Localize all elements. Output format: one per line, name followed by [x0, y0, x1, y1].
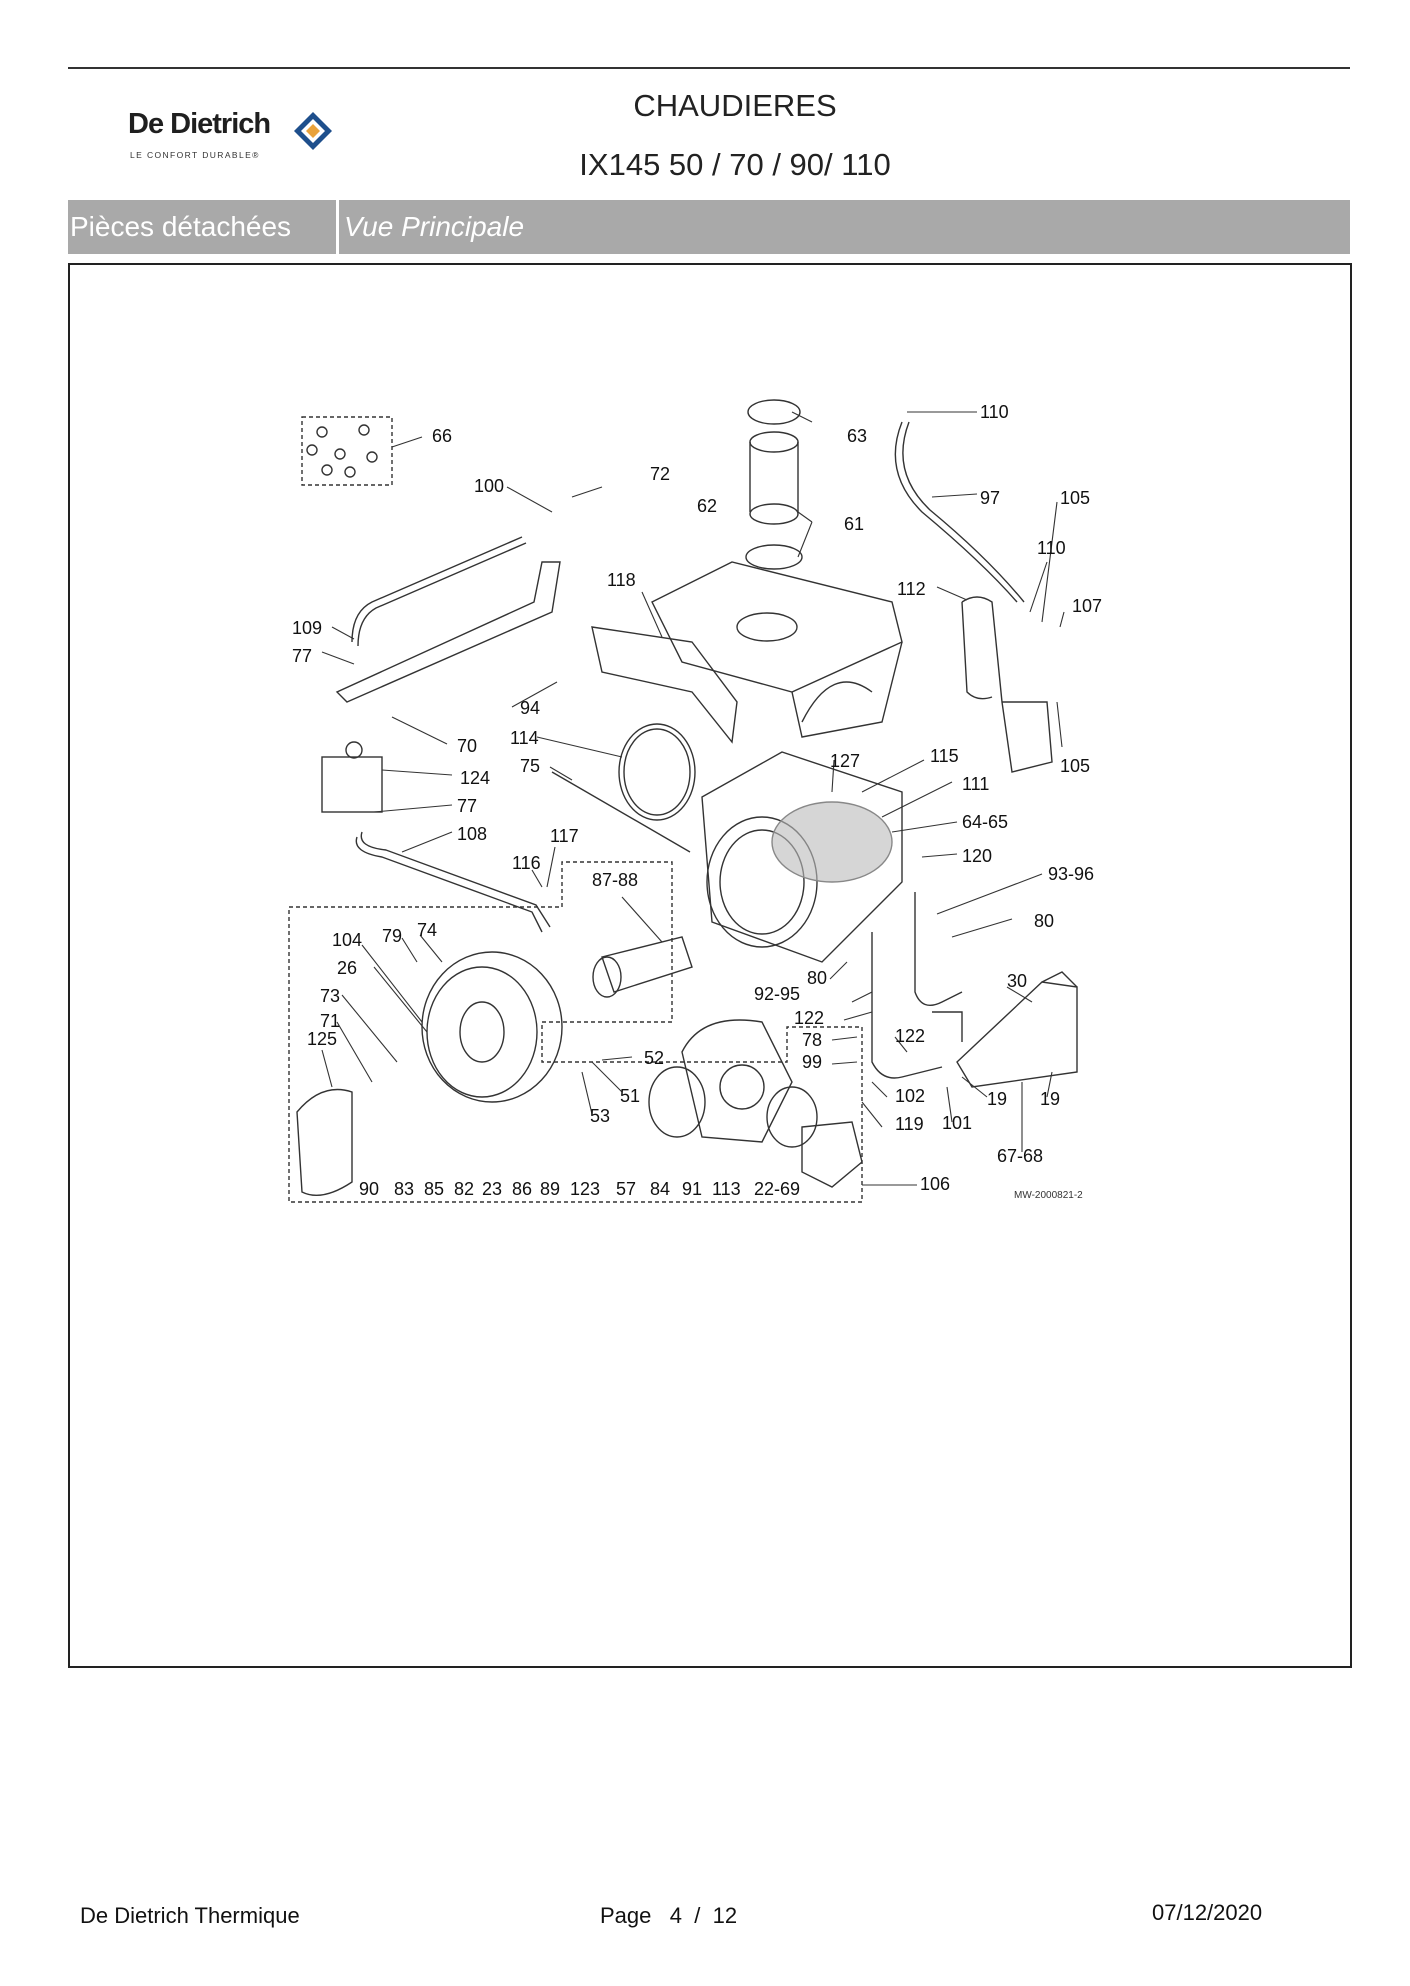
callout-83: 83 [394, 1179, 414, 1199]
callout-114: 114 [510, 728, 539, 748]
brand-logo: De Dietrich LE CONFORT DURABLE® [128, 108, 358, 168]
callout-89: 89 [540, 1179, 560, 1199]
doc-subtitle: IX145 50 / 70 / 90/ 110 [579, 147, 891, 182]
callout-111: 111 [962, 774, 989, 794]
callout-61: 61 [844, 514, 864, 534]
callout-102: 102 [895, 1086, 925, 1106]
section-view: Vue Principale [344, 211, 525, 242]
callout-30: 30 [1007, 971, 1027, 991]
callout-112: 112 [897, 579, 926, 599]
callout-66: 66 [432, 426, 452, 446]
callout-85: 85 [424, 1179, 444, 1199]
callout-125: 125 [307, 1029, 337, 1049]
callout-117: 117 [550, 826, 579, 846]
callout-19-right: 19 [1040, 1089, 1060, 1109]
logo-name: De Dietrich [128, 108, 271, 140]
callout-104: 104 [332, 930, 362, 950]
callout-19-left: 19 [987, 1089, 1007, 1109]
callout-113: 113 [712, 1179, 741, 1199]
callout-105-bottom: 105 [1060, 756, 1090, 776]
top-rule [68, 67, 1350, 69]
callout-75: 75 [520, 756, 540, 776]
footer-pagination: Page 4 / 12 [600, 1903, 737, 1929]
callout-120: 120 [962, 846, 992, 866]
logo-diamond-icon [294, 112, 332, 150]
callout-122-left: 122 [794, 1008, 824, 1028]
screw-set-icon [306, 424, 378, 478]
callout-82: 82 [454, 1179, 474, 1199]
callout-99: 99 [802, 1052, 822, 1072]
callout-100: 100 [474, 476, 504, 496]
callout-92-95: 92-95 [754, 984, 800, 1004]
callout-87-88: 87-88 [592, 870, 638, 890]
callout-124: 124 [460, 768, 490, 788]
page-label: Page [600, 1903, 652, 1928]
callout-127: 127 [830, 751, 860, 771]
callout-123: 123 [570, 1179, 600, 1199]
section-category: Pièces détachées [70, 211, 292, 242]
logo-tagline: LE CONFORT DURABLE® [130, 150, 260, 160]
callout-122-right: 122 [895, 1026, 925, 1046]
doc-title: CHAUDIERES [633, 88, 837, 123]
exploded-parts-diagram: 66 72 100 62 63 61 110 97 105 110 107 11… [288, 399, 1102, 1203]
section-separator [336, 200, 339, 254]
callout-93-96: 93-96 [1048, 864, 1094, 884]
callout-74: 74 [417, 920, 437, 940]
callout-116: 116 [512, 853, 541, 873]
callout-22-69: 22-69 [754, 1179, 800, 1199]
callout-53: 53 [590, 1106, 610, 1126]
callout-26: 26 [337, 958, 357, 978]
callout-107: 107 [1072, 596, 1102, 616]
callout-118: 118 [607, 570, 636, 590]
callout-71: 71 [320, 1011, 340, 1031]
diagram-frame: 66 72 100 62 63 61 110 97 105 110 107 11… [68, 263, 1352, 1668]
page-total: 12 [712, 1903, 738, 1928]
callout-97: 97 [980, 488, 1000, 508]
callout-110-right: 110 [1037, 538, 1066, 558]
callout-119: 119 [895, 1114, 924, 1134]
callout-64-65: 64-65 [962, 812, 1008, 832]
callout-72: 72 [650, 464, 670, 484]
page-separator: / [694, 1903, 701, 1928]
footer-company: De Dietrich Thermique [80, 1903, 300, 1928]
callout-63: 63 [847, 426, 867, 446]
footer-date: 07/12/2020 [1152, 1900, 1263, 1925]
callout-86: 86 [512, 1179, 532, 1199]
callout-62: 62 [697, 496, 717, 516]
page-current: 4 [669, 1903, 682, 1928]
section-bar: Pièces détachées Vue Principale [68, 200, 1350, 254]
callout-109: 109 [292, 618, 322, 638]
callout-67-68: 67-68 [997, 1146, 1043, 1166]
callout-57: 57 [616, 1179, 636, 1199]
callout-70: 70 [457, 736, 477, 756]
callout-80-right: 80 [1034, 911, 1054, 931]
callout-106: 106 [920, 1174, 950, 1194]
callout-108: 108 [457, 824, 487, 844]
callout-73: 73 [320, 986, 340, 1006]
callout-77-mid: 77 [457, 796, 477, 816]
callout-77-top: 77 [292, 646, 312, 666]
callout-79: 79 [382, 926, 402, 946]
callout-51: 51 [620, 1086, 640, 1106]
callout-101: 101 [942, 1113, 972, 1133]
callout-115: 115 [930, 746, 959, 766]
callout-52: 52 [644, 1048, 664, 1068]
callout-84: 84 [650, 1179, 670, 1199]
callout-110-top: 110 [980, 402, 1009, 422]
callout-90: 90 [359, 1179, 379, 1199]
callout-78: 78 [802, 1030, 822, 1050]
callout-91: 91 [682, 1179, 702, 1199]
callout-94: 94 [520, 698, 540, 718]
callout-105-top: 105 [1060, 488, 1090, 508]
drawing-reference: MW-2000821-2 [1014, 1190, 1083, 1201]
callout-23: 23 [482, 1179, 502, 1199]
callout-80-left: 80 [807, 968, 827, 988]
